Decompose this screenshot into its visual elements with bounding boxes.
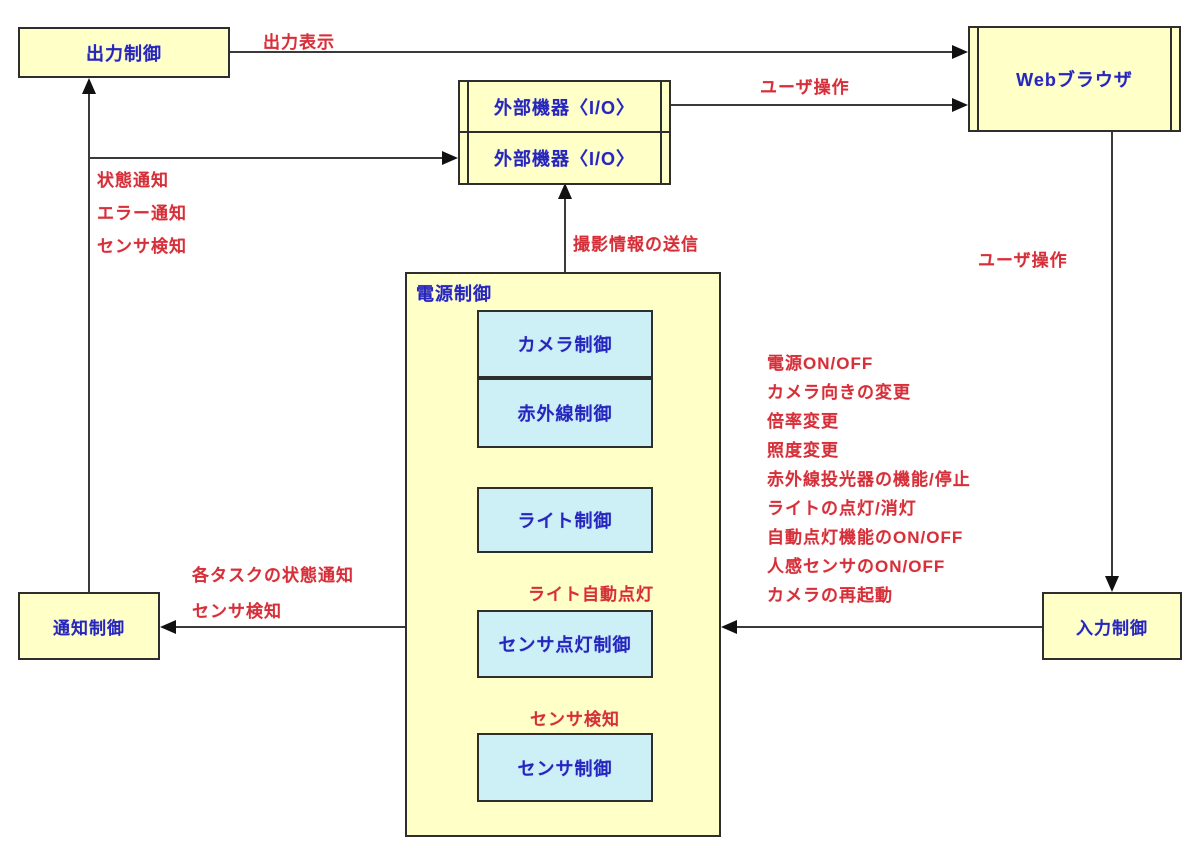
node-infrared-control-label: 赤外線制御 (517, 404, 613, 424)
arrowhead-into-input (1105, 576, 1119, 592)
label-sensor-detect-inner: センサ検知 (530, 710, 620, 729)
node-notification-control-label: 通知制御 (53, 618, 125, 638)
label-error-notice: エラー通知 (97, 204, 187, 223)
node-light-control-label: ライト制御 (517, 511, 613, 531)
node-notification-control: 通知制御 (18, 592, 160, 660)
label-input-command-list: 電源ON/OFF カメラ向きの変更 倍率変更 照度変更 赤外線投光器の機能/停止… (767, 349, 971, 610)
label-task-status-notice: 各タスクの状態通知 (192, 566, 354, 585)
label-input-command: カメラの再起動 (767, 586, 893, 605)
label-user-operation-right: ユーザ操作 (978, 251, 1068, 270)
node-input-control-label: 入力制御 (1076, 618, 1148, 638)
label-input-command: 倍率変更 (767, 412, 839, 431)
edge-input-to-power (735, 626, 1042, 628)
node-infrared-control: 赤外線制御 (477, 378, 653, 448)
process-sidebar-icon (660, 133, 662, 183)
label-sensor-detect-notify: センサ検知 (192, 602, 282, 621)
label-status-notice: 状態通知 (97, 171, 169, 190)
edge-output-to-browser (230, 51, 952, 53)
arrowhead-into-notification (160, 620, 176, 634)
label-shoot-info-send: 撮影情報の送信 (573, 235, 699, 254)
edge-power-to-notification (174, 626, 405, 628)
node-output-control: 出力制御 (18, 27, 230, 78)
edge-io-to-browser (671, 104, 952, 106)
node-web-browser-label: Webブラウザ (1016, 70, 1133, 90)
node-sensor-control-label: センサ制御 (517, 758, 613, 779)
node-input-control: 入力制御 (1042, 592, 1182, 660)
arrowhead-into-browser-top (952, 45, 968, 59)
arrowhead-into-output (82, 78, 96, 94)
label-input-command: ライトの点灯/消灯 (767, 499, 917, 518)
process-sidebar-icon (467, 82, 469, 131)
label-input-command: 照度変更 (767, 441, 839, 460)
arrowhead-into-io-bottom (558, 183, 572, 199)
node-web-browser: Webブラウザ (968, 26, 1181, 132)
edge-browser-to-input (1111, 132, 1113, 578)
arrowhead-into-browser-mid (952, 98, 968, 112)
edge-camera-to-io (564, 197, 566, 310)
label-input-command: 人感センサのON/OFF (767, 557, 946, 576)
node-external-io-top-label: 外部機器〈I/O〉 (493, 97, 635, 118)
arrowhead-into-power (721, 620, 737, 634)
label-sensor-detect-left: センサ検知 (97, 237, 187, 256)
edge-notification-to-output (88, 92, 90, 592)
node-camera-control-label: カメラ制御 (517, 335, 613, 355)
edge-notification-to-io (88, 157, 444, 159)
node-sensor-light-control-label: センサ点灯制御 (498, 635, 632, 655)
node-light-control: ライト制御 (477, 487, 653, 553)
node-output-control-label: 出力制御 (86, 43, 162, 64)
process-sidebar-icon (467, 133, 469, 183)
process-sidebar-icon (660, 82, 662, 131)
node-external-io-bottom: 外部機器〈I/O〉 (458, 131, 671, 185)
label-user-operation-top: ユーザ操作 (760, 78, 850, 97)
label-light-auto-on: ライト自動点灯 (528, 585, 654, 604)
process-sidebar-icon (1170, 28, 1172, 130)
label-input-command: 電源ON/OFF (767, 354, 874, 373)
label-input-command: 自動点灯機能のON/OFF (767, 528, 964, 547)
node-sensor-light-control: センサ点灯制御 (477, 610, 653, 678)
label-input-command: 赤外線投光器の機能/停止 (767, 470, 971, 489)
node-external-io-top: 外部機器〈I/O〉 (458, 80, 671, 133)
node-sensor-control: センサ制御 (477, 733, 653, 802)
arrowhead-into-io (442, 151, 458, 165)
node-external-io-bottom-label: 外部機器〈I/O〉 (493, 149, 635, 169)
label-input-command: カメラ向きの変更 (767, 383, 911, 402)
process-sidebar-icon (977, 28, 979, 130)
label-output-display: 出力表示 (263, 33, 335, 52)
power-control-label: 電源制御 (416, 284, 492, 304)
node-camera-control: カメラ制御 (477, 310, 653, 378)
